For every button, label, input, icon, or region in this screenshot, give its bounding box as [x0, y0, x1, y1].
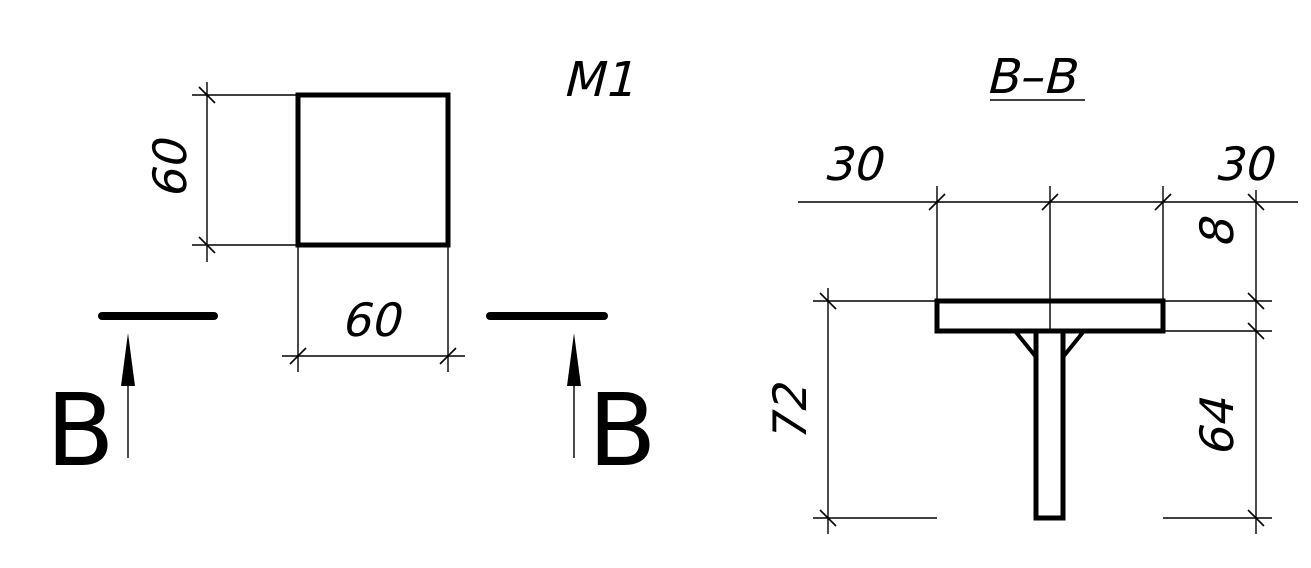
section-title: B–B	[982, 50, 1086, 105]
weld-right	[1061, 329, 1086, 359]
height-dimension	[192, 82, 298, 262]
section-cut-right	[486, 312, 608, 458]
weld-left	[1013, 329, 1038, 359]
right-overhang-label: 30	[1211, 139, 1283, 192]
flange-thickness-label: 8	[1192, 209, 1245, 252]
section-view: B–B 30 30 72	[765, 50, 1298, 534]
left-overhang-label: 30	[820, 139, 892, 192]
web-stem	[1033, 331, 1066, 521]
web-height-label: 64	[1192, 388, 1245, 460]
overhang-dimension	[798, 186, 1298, 331]
width-dim-label: 60	[338, 295, 410, 348]
arrow-up-icon	[567, 333, 581, 386]
plate-square	[295, 92, 451, 248]
total-height-dimension	[813, 288, 937, 534]
section-mark-right: B	[588, 372, 657, 489]
total-height-label: 72	[765, 374, 818, 446]
section-cut-left	[98, 312, 218, 458]
section-mark-left: B	[46, 372, 115, 489]
height-dim-label: 60	[145, 130, 198, 202]
width-dimension	[282, 245, 465, 372]
plan-view: 60 60 M1 B B	[46, 53, 657, 489]
plan-title: M1	[559, 53, 645, 108]
right-vertical-dimensions	[1163, 190, 1272, 534]
arrow-up-icon	[121, 333, 135, 386]
